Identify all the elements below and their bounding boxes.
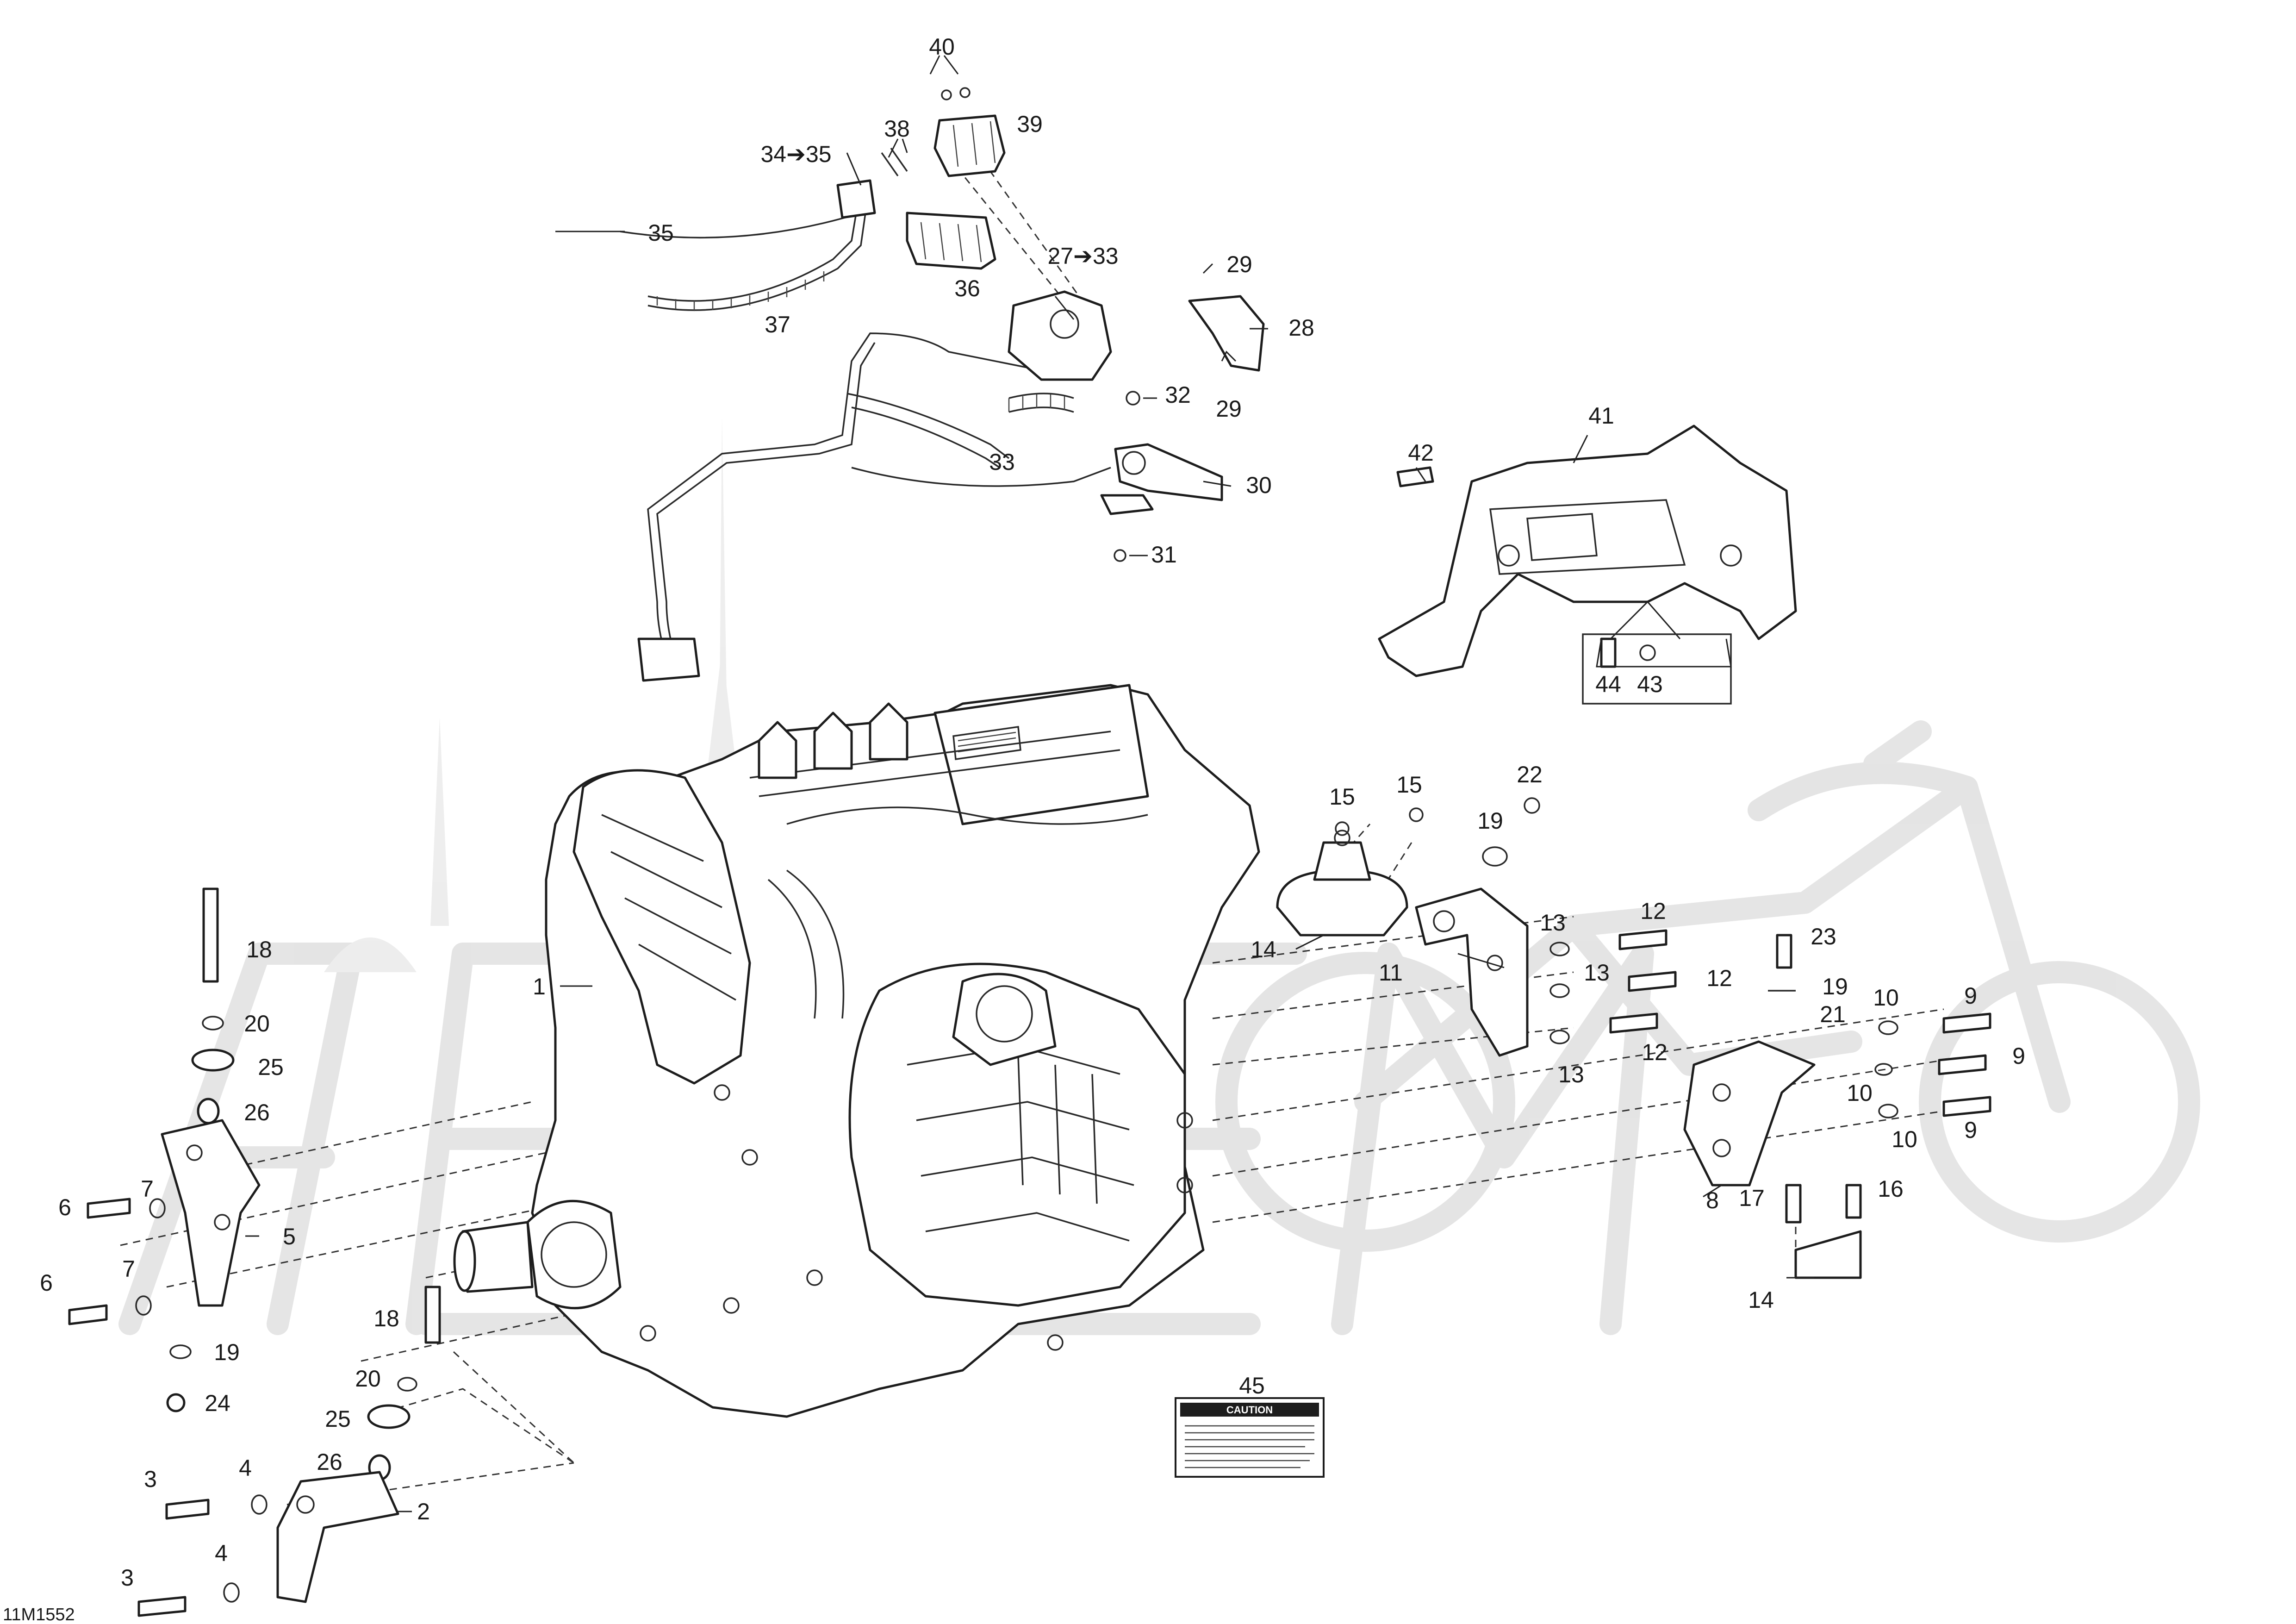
caution-heading: CAUTION xyxy=(1226,1404,1273,1416)
caution-label: CAUTION xyxy=(1175,1397,1325,1478)
callout-38: 38 xyxy=(884,116,910,142)
callout-15: 15 xyxy=(1396,772,1422,798)
callout-16: 16 xyxy=(1878,1176,1904,1202)
callout-42: 42 xyxy=(1408,440,1434,466)
callout-19: 19 xyxy=(1477,808,1503,834)
engine-assembly xyxy=(453,684,1260,1418)
callout-20: 20 xyxy=(244,1011,270,1037)
callout-35: 35 xyxy=(648,220,674,246)
callout-13: 13 xyxy=(1558,1062,1584,1087)
callout-10: 10 xyxy=(1873,985,1899,1011)
callout-9: 9 xyxy=(2012,1043,2025,1069)
callout-29: 29 xyxy=(1226,251,1252,277)
callout-11: 11 xyxy=(1379,960,1403,986)
callout-24: 24 xyxy=(205,1390,230,1416)
callout-17: 17 xyxy=(1739,1185,1765,1211)
callout-34: 34➔35 xyxy=(760,141,831,167)
callout-25: 25 xyxy=(258,1054,284,1080)
callout-4: 4 xyxy=(215,1540,228,1566)
callout-2: 2 xyxy=(417,1499,430,1524)
callout-12: 12 xyxy=(1706,965,1732,991)
callout-9: 9 xyxy=(1964,1117,1977,1143)
right-mounts xyxy=(1276,797,1991,1279)
callout-20: 20 xyxy=(355,1366,381,1392)
callout-39: 39 xyxy=(1017,111,1043,137)
callout-45: 45 xyxy=(1239,1373,1265,1399)
callout-5: 5 xyxy=(283,1224,296,1249)
callout-19: 19 xyxy=(1822,974,1848,999)
callout-3: 3 xyxy=(144,1466,157,1492)
callout-40: 40 xyxy=(929,34,955,60)
callout-8: 8 xyxy=(1706,1187,1719,1213)
callout-10: 10 xyxy=(1847,1080,1873,1106)
left-mounts xyxy=(68,887,441,1617)
callout-labels: 1 2 3 3 4 4 5 6 6 7 7 8 9 9 9 10 10 10 1… xyxy=(40,34,2025,1591)
callout-7: 7 xyxy=(141,1176,154,1202)
callout-14: 14 xyxy=(1748,1287,1774,1313)
callout-13: 13 xyxy=(1540,910,1566,936)
callout-41: 41 xyxy=(1588,403,1614,429)
callout-6: 6 xyxy=(58,1194,71,1220)
callout-4: 4 xyxy=(239,1455,252,1481)
callout-7: 7 xyxy=(122,1256,135,1282)
callout-29: 29 xyxy=(1216,396,1242,422)
callout-32: 32 xyxy=(1165,382,1191,408)
callout-43: 43 xyxy=(1637,671,1663,697)
callout-15: 15 xyxy=(1329,784,1355,810)
callout-27: 27➔33 xyxy=(1047,243,1118,269)
callout-6: 6 xyxy=(40,1270,53,1296)
callout-12: 12 xyxy=(1642,1039,1668,1065)
callout-22: 22 xyxy=(1517,762,1543,787)
callout-36: 36 xyxy=(954,275,980,301)
callout-3: 3 xyxy=(121,1565,134,1591)
callout-9: 9 xyxy=(1964,983,1977,1009)
callout-30: 30 xyxy=(1246,472,1272,498)
callout-21: 21 xyxy=(1820,1001,1846,1027)
callout-19: 19 xyxy=(214,1339,240,1365)
callout-31: 31 xyxy=(1151,542,1177,568)
callout-25: 25 xyxy=(325,1406,351,1432)
callout-28: 28 xyxy=(1288,315,1314,341)
callout-14: 14 xyxy=(1251,937,1276,962)
callout-26: 26 xyxy=(317,1449,342,1475)
callout-10: 10 xyxy=(1892,1126,1917,1152)
callout-44: 44 xyxy=(1595,671,1621,697)
leader-lines xyxy=(245,55,1814,1512)
callout-33: 33 xyxy=(989,449,1015,475)
callout-23: 23 xyxy=(1811,924,1836,949)
callout-1: 1 xyxy=(533,974,546,999)
wiring-harness xyxy=(620,87,1797,705)
callout-26: 26 xyxy=(244,1099,270,1125)
callout-37: 37 xyxy=(765,312,790,337)
drawing-code: 11M1552 xyxy=(3,1605,75,1624)
callout-12: 12 xyxy=(1640,898,1666,924)
assembly-lines xyxy=(120,138,1944,1505)
callout-18: 18 xyxy=(373,1305,399,1331)
callout-18: 18 xyxy=(246,937,272,962)
callout-13: 13 xyxy=(1584,960,1610,986)
